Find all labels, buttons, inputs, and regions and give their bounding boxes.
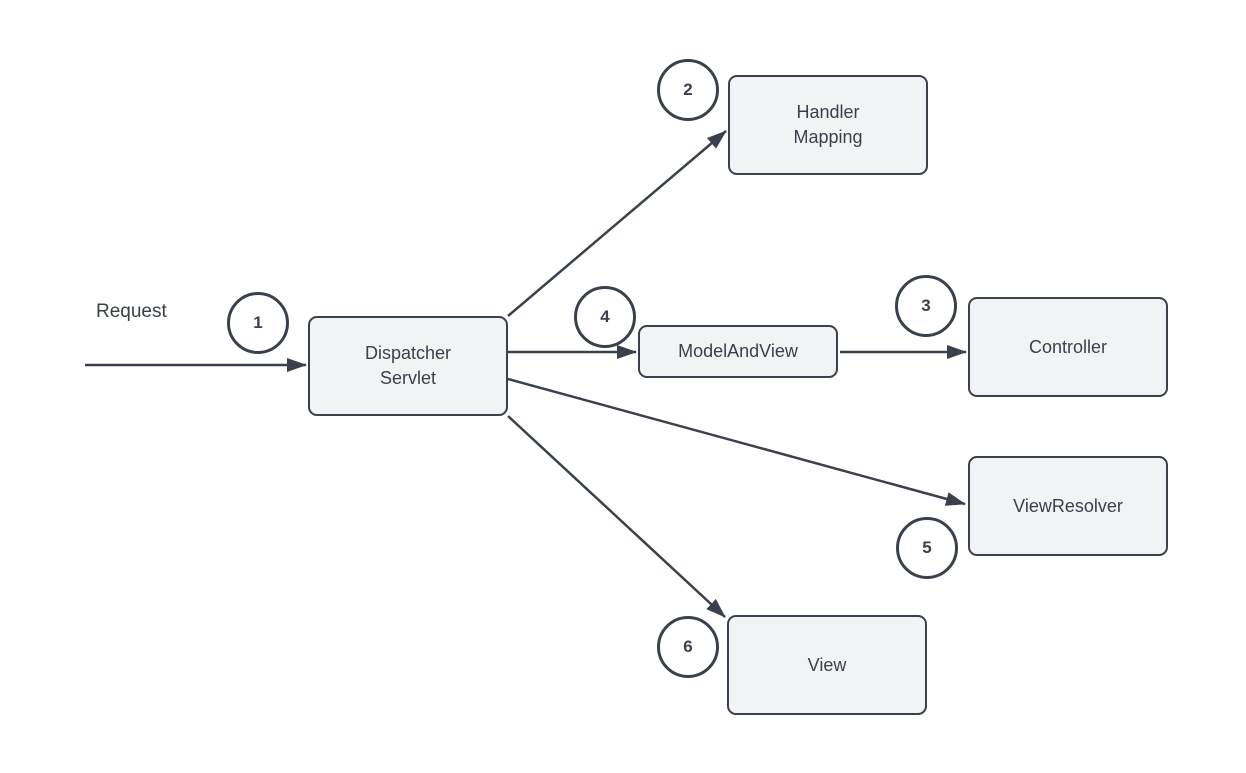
node-model-and-view: ModelAndView — [638, 325, 838, 378]
step-badge-3: 3 — [895, 275, 957, 337]
step-number-6: 6 — [683, 637, 693, 656]
node-view-resolver: ViewResolver — [968, 456, 1168, 556]
step-badge-1: 1 — [227, 292, 289, 354]
node-label-model-and-view: ModelAndView — [678, 341, 798, 361]
node-dispatcher-servlet: Dispatcher Servlet — [308, 316, 508, 416]
edge-dispatcher-servlet-to-handler-mapping — [507, 130, 727, 317]
step-number-1: 1 — [253, 313, 263, 332]
node-label-view-resolver: ViewResolver — [1013, 495, 1123, 516]
node-controller: Controller — [968, 297, 1168, 397]
node-label-view: View — [807, 654, 847, 675]
step-badge-5: 5 — [896, 517, 958, 579]
node-view: View — [727, 615, 927, 715]
step-number-3: 3 — [921, 296, 931, 315]
node-label-handler-mapping: Handler Mapping — [793, 102, 863, 147]
step-number-2: 2 — [683, 80, 693, 99]
step-badge-2: 2 — [657, 59, 719, 121]
step-badge-6: 6 — [657, 616, 719, 678]
edge-dispatcher-servlet-to-view-resolver — [507, 377, 966, 506]
step-badge-4: 4 — [574, 286, 636, 348]
request-label: Request — [96, 301, 167, 322]
node-handler-mapping: Handler Mapping — [728, 75, 928, 175]
step-number-4: 4 — [600, 307, 610, 326]
node-label-dispatcher-servlet: Dispatcher Servlet — [364, 343, 452, 388]
step-number-5: 5 — [922, 538, 932, 557]
node-label-controller: Controller — [1028, 336, 1108, 357]
edge-dispatcher-servlet-to-view — [507, 415, 726, 618]
